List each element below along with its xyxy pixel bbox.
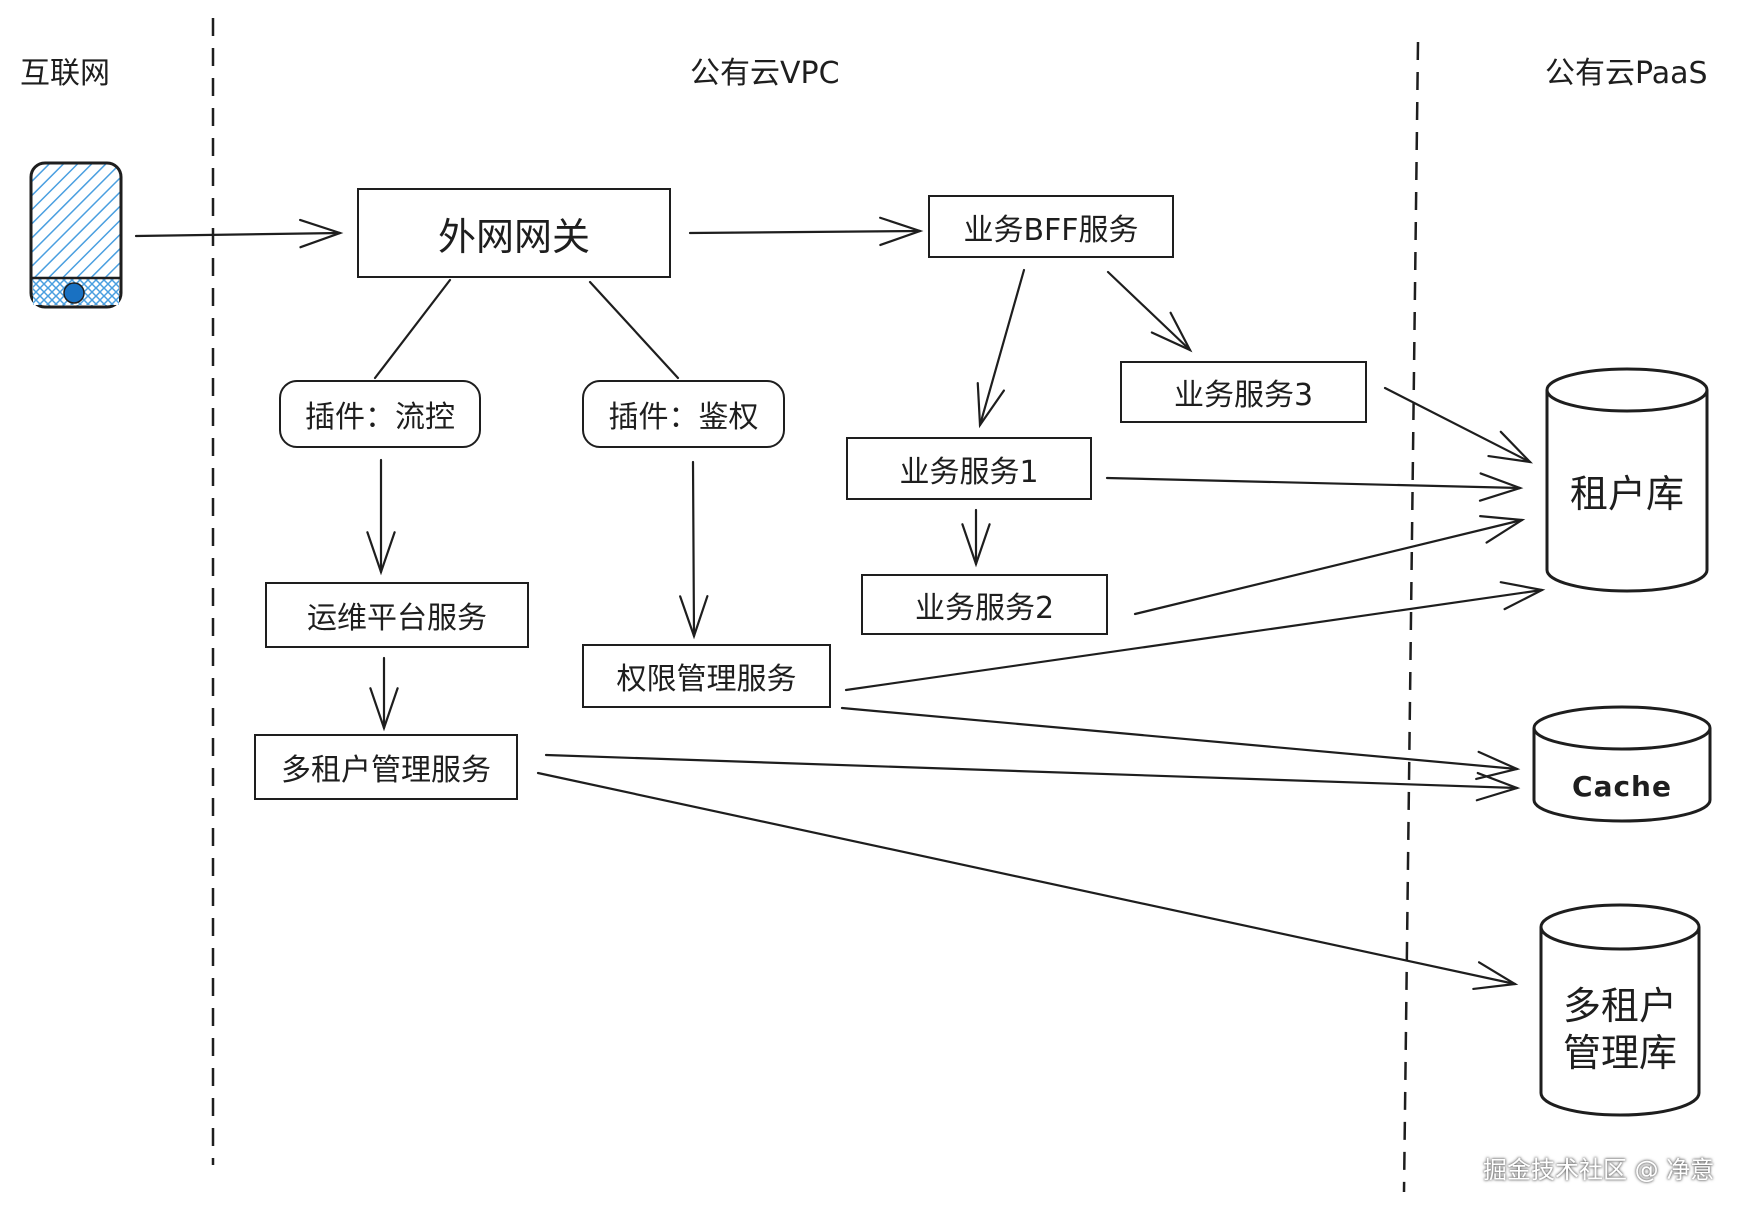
edge-bff-to-biz3	[1106, 270, 1193, 353]
tenant-db-label: 租户库	[1569, 472, 1684, 517]
zone-label-vpc: 公有云VPC	[690, 56, 840, 91]
edge-client-to-gateway	[134, 218, 344, 249]
edge-biz2-to-tenant-db	[1133, 515, 1526, 616]
business-service-2-node[interactable]: 业务服务2	[861, 574, 1108, 635]
business-service-3-node[interactable]: 业务服务3	[1120, 361, 1367, 423]
mobile-phone-icon	[29, 161, 123, 309]
business-service-1-node[interactable]: 业务服务1	[846, 437, 1092, 500]
edge-biz1-to-biz2	[961, 508, 991, 568]
edge-gateway-to-plugin-flow	[373, 278, 452, 380]
edge-plugin-flow-to-ops	[366, 458, 396, 576]
gateway-node[interactable]: 外网网关	[357, 188, 671, 278]
edge-tenant-service-to-mt-db	[536, 771, 1519, 991]
watermark: 掘金技术社区 @ 净意	[1483, 1156, 1715, 1184]
edge-plugin-auth-to-perm	[679, 460, 709, 640]
tenant-mgmt-db-label: 多租户 管理库	[1541, 975, 1699, 1085]
edge-perm-to-cache	[840, 706, 1521, 781]
ops-platform-service-node[interactable]: 运维平台服务	[265, 582, 529, 648]
plugin-auth-node[interactable]: 插件：鉴权	[582, 380, 785, 448]
edge-tenant-service-to-cache	[544, 753, 1521, 802]
cache-label: Cache	[1572, 769, 1672, 803]
tenant-mgmt-db-label-line2: 管理库	[1562, 1031, 1677, 1075]
edge-bff-to-biz1	[976, 268, 1026, 429]
permission-service-node[interactable]: 权限管理服务	[582, 644, 831, 708]
tenant-management-service-node[interactable]: 多租户管理服务	[254, 734, 518, 800]
edge-perm-to-tenant-db	[844, 581, 1546, 692]
zone-label-paas: 公有云PaaS	[1545, 56, 1708, 91]
edge-gateway-to-plugin-auth	[588, 280, 680, 380]
divider-vpc-paas	[1402, 41, 1420, 1193]
edge-biz1-to-tenant-db	[1105, 472, 1524, 502]
plugin-flow-control-node[interactable]: 插件：流控	[279, 380, 481, 448]
tenant-mgmt-db-cylinder	[1539, 903, 1701, 1117]
tenant-db-cylinder	[1545, 367, 1709, 593]
edge-gateway-to-bff	[688, 216, 924, 247]
cache-cylinder	[1532, 705, 1712, 823]
edge-ops-to-tenant-service	[369, 656, 399, 732]
business-bff-service-node[interactable]: 业务BFF服务	[928, 195, 1174, 258]
tenant-mgmt-db-label-line1: 多租户	[1562, 983, 1677, 1028]
edge-biz3-to-tenant-db	[1383, 386, 1534, 464]
zone-label-internet: 互联网	[20, 56, 110, 91]
